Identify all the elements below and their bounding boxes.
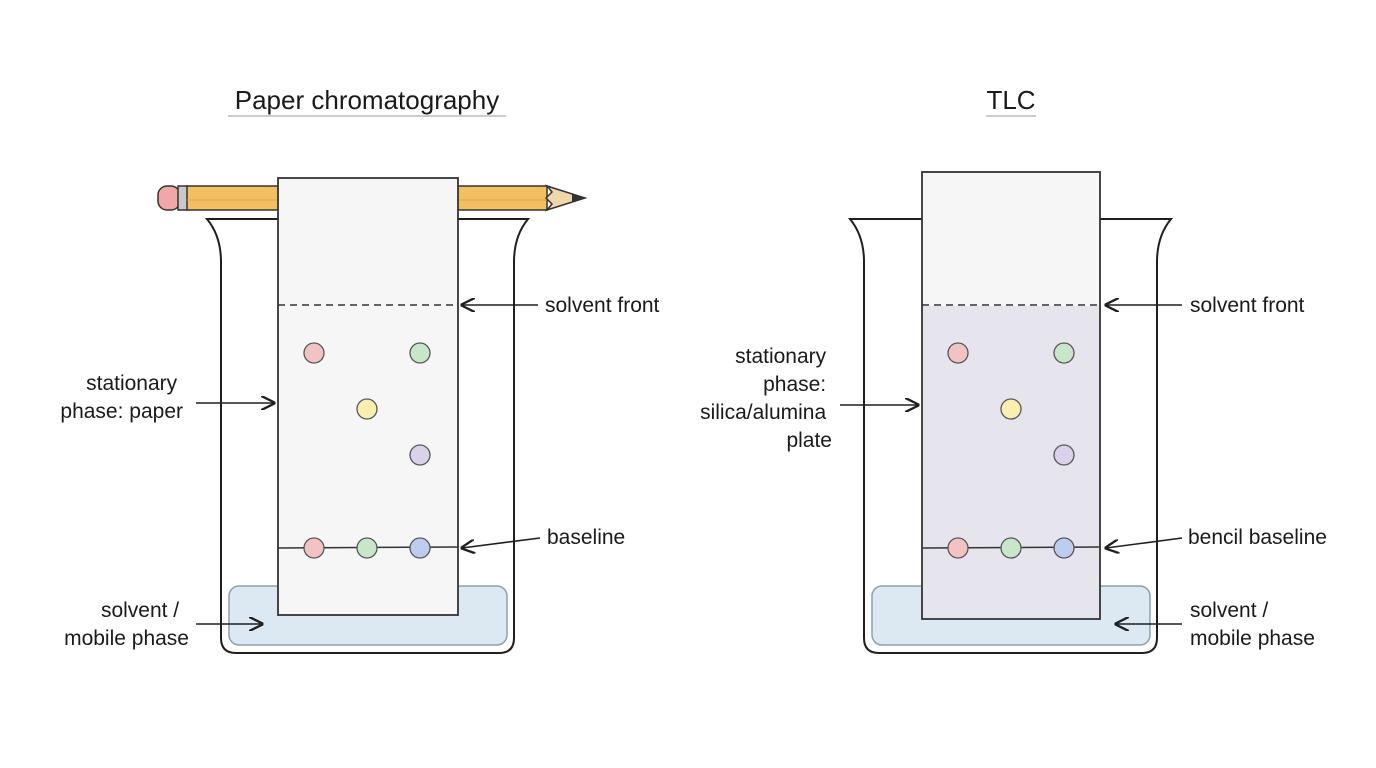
- pencil-eraser: [157, 185, 181, 211]
- paper-spot-green-baseline: [356, 537, 378, 559]
- tlc-spot-blue-baseline: [1053, 537, 1075, 559]
- tlc-solvent-front-label: solvent front: [1190, 294, 1305, 317]
- tlc-spot-red-developed: [947, 342, 969, 364]
- paper-solvent-label: solvent / mobile phase: [64, 599, 189, 650]
- tlc-beaker: [847, 218, 1174, 654]
- paper-solvent-front-label: solvent front: [545, 294, 660, 317]
- tlc-title: TLC: [986, 85, 1035, 115]
- paper-title: Paper chromatography: [235, 85, 499, 115]
- tlc-spot-red-baseline: [947, 537, 969, 559]
- paper-spot-purple-developed: [409, 444, 431, 466]
- tlc-baseline-label: bencil baseline: [1188, 526, 1327, 549]
- tlc-baseline-arrow: [1106, 537, 1183, 548]
- paper-spot-green-developed: [409, 342, 431, 364]
- paper-spot-yellow-developed: [356, 398, 378, 420]
- paper-spot-red-developed: [303, 342, 325, 364]
- tlc-spot-green-developed: [1053, 342, 1075, 364]
- tlc-spot-purple-developed: [1053, 444, 1075, 466]
- pencil-lead: [572, 194, 585, 202]
- tlc-panel: TLC solvent front stationary phase:: [700, 85, 1327, 654]
- paper-panel: Paper chromatography: [60, 85, 660, 654]
- paper-baseline-arrow: [462, 537, 541, 548]
- paper-spot-blue-baseline: [409, 537, 431, 559]
- paper-beaker: [204, 218, 531, 654]
- paper-baseline-label: baseline: [547, 526, 625, 549]
- paper-spot-red-baseline: [303, 537, 325, 559]
- tlc-solvent-label: solvent / mobile phase: [1190, 599, 1315, 650]
- paper-stationary-label: stationary phase: paper: [60, 372, 183, 423]
- tlc-stationary-label: stationary phase: silica/alumina plate: [700, 345, 832, 452]
- tlc-spot-green-baseline: [1000, 537, 1022, 559]
- tlc-spot-yellow-developed: [1000, 398, 1022, 420]
